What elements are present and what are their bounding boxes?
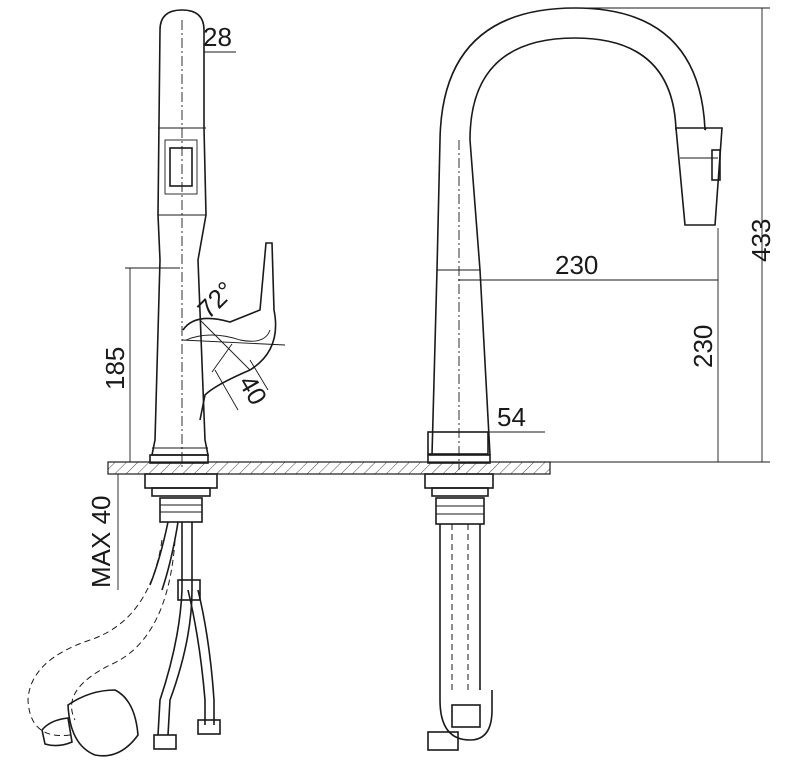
side-view-faucet <box>27 9 286 757</box>
dim-base-diameter: 54 <box>497 402 526 432</box>
dim-handle-height: 185 <box>100 347 130 390</box>
dim-total-height: 433 <box>746 219 776 262</box>
dim-handle-length: 40 <box>233 370 273 410</box>
countertop <box>107 461 551 475</box>
dim-spout-outlet-height: 230 <box>688 325 718 368</box>
dim-max-counter-thickness: MAX 40 <box>86 496 116 589</box>
dim-spout-reach: 230 <box>555 250 598 280</box>
front-view-faucet <box>424 7 723 751</box>
dim-spray-head-width: 28 <box>203 22 232 52</box>
dimension-lines <box>117 7 770 590</box>
